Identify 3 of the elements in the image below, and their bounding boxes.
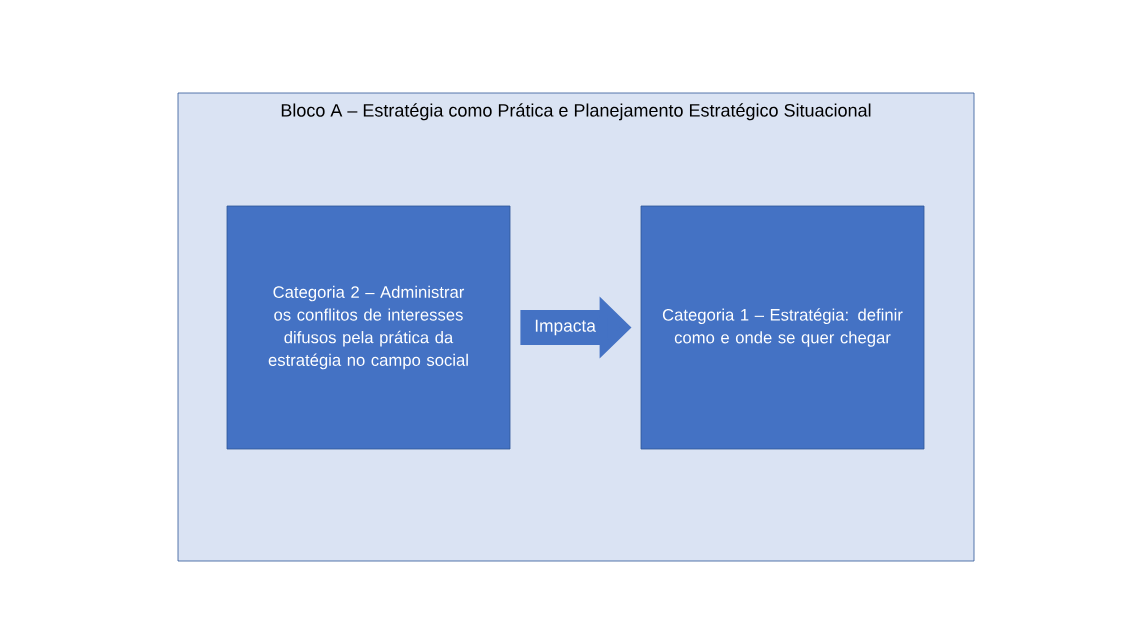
- category-box: Categoria 2 – Administrar os conflitos de interesses difusos pela prática da estratégia no campo social: [226, 205, 511, 450]
- edge-label: Impacta: [532, 318, 598, 337]
- category-box: Categoria 1 – Estratégia: definir como e onde se quer chegar: [640, 205, 925, 450]
